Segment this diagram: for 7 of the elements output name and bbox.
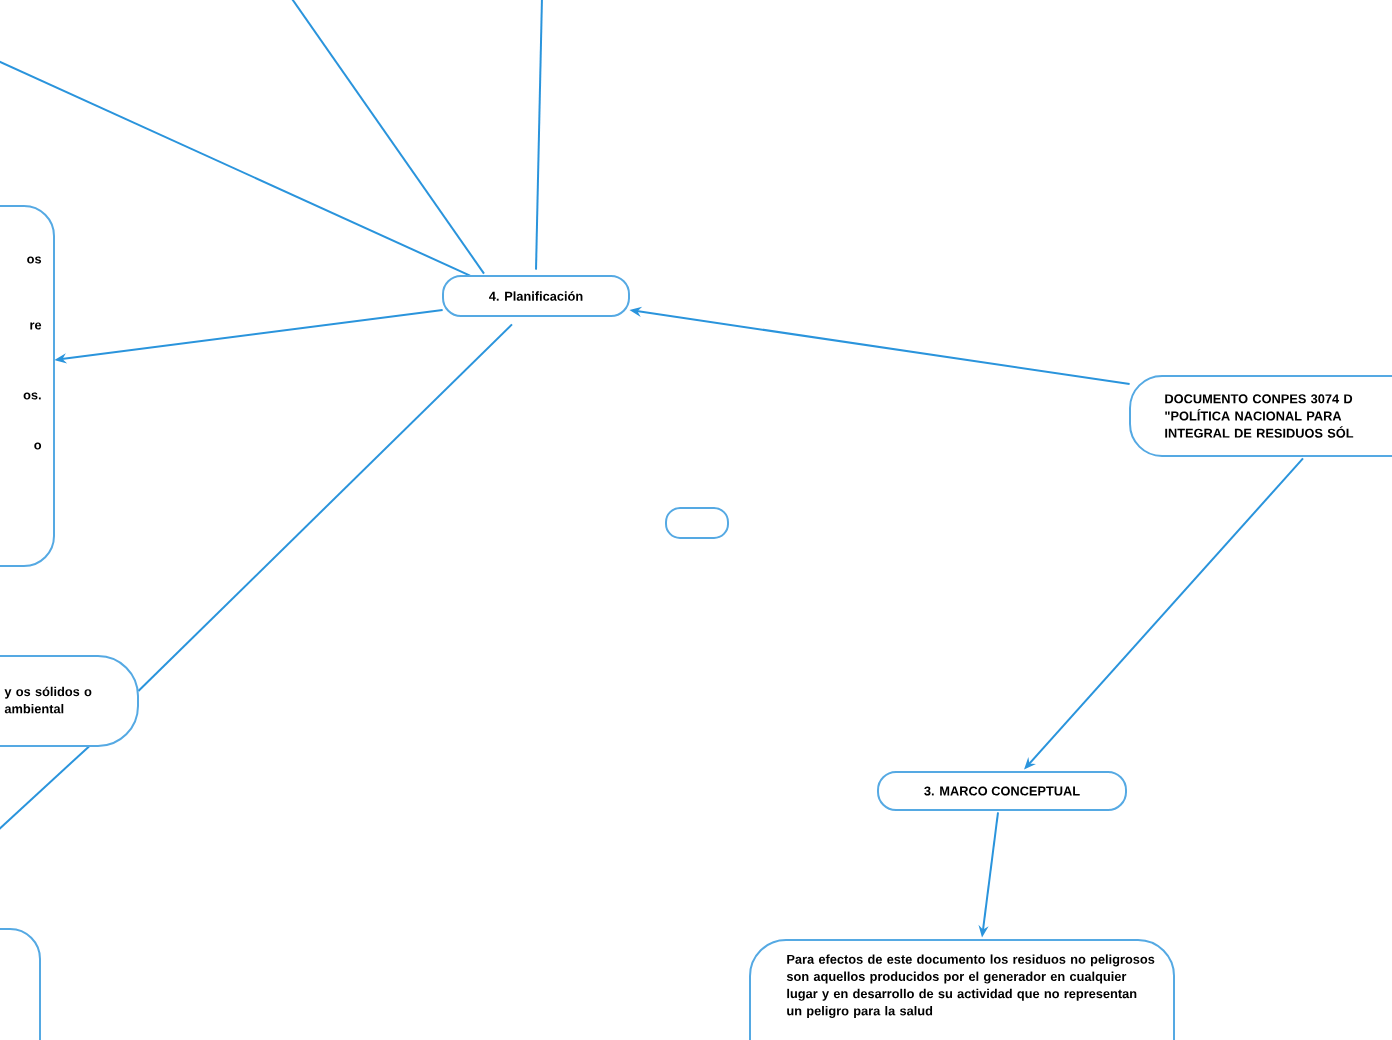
empty-box: [665, 507, 729, 539]
empty-box: [0, 928, 41, 1040]
connector: [0, 59, 471, 277]
connector: [0, 745, 90, 833]
connector: [137, 323, 513, 692]
connector: [535, 0, 543, 271]
connector: [289, 0, 485, 275]
